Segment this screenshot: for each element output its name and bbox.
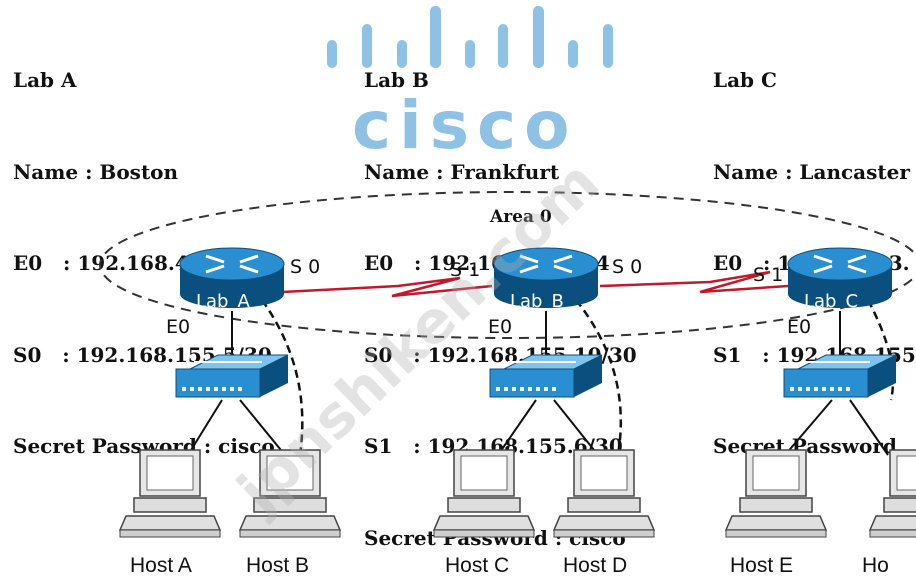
- serial-link-a-b: [281, 276, 493, 298]
- host-d-label: Host D: [563, 554, 627, 577]
- router-lab-b: Lab_B: [492, 246, 600, 312]
- lab-c-s1-label: S 1: [753, 264, 783, 286]
- area-0-label: Area 0: [489, 207, 552, 227]
- lab-c-title: Lab C: [713, 68, 777, 92]
- lab-c-name: Name : Lancaster: [713, 159, 910, 184]
- switch-lab-b: [489, 354, 603, 398]
- host-e-computer: [725, 449, 827, 538]
- console-cable-lab-b: [575, 299, 623, 456]
- serial-link-b-c: [599, 270, 789, 294]
- link-switch-a-host-a: [187, 399, 223, 456]
- console-cable-lab-a: [260, 299, 304, 456]
- link-switch-c-host-e: [784, 399, 833, 456]
- host-d-computer: [553, 449, 655, 538]
- host-a-label: Host A: [130, 554, 192, 577]
- lab-b-s1-label: S 1: [450, 259, 480, 281]
- host-b-computer: [239, 449, 341, 538]
- router-lab-c-label: Lab_C: [804, 291, 858, 312]
- host-b-label: Host B: [246, 554, 309, 577]
- lab-b-title: Lab B: [364, 68, 429, 92]
- host-f-label: Ho: [862, 554, 889, 577]
- router-lab-a-label: Lab_A: [196, 291, 250, 312]
- host-c-label: Host C: [445, 554, 509, 577]
- host-c-computer: [433, 449, 535, 538]
- link-switch-b-host-c: [497, 399, 537, 456]
- link-switch-a-host-b: [239, 399, 286, 456]
- host-e-label: Host E: [730, 554, 793, 577]
- host-a-computer: [119, 449, 221, 538]
- lab-b-e0-label: E0: [488, 316, 512, 338]
- lab-c-e0-label: E0: [787, 316, 811, 338]
- lab-a-s0-label: S 0: [290, 256, 320, 278]
- lab-a-name: Name : Boston: [13, 159, 179, 184]
- network-diagram: Area 0 Lab_A Lab_B Lab_C S 0 E0 S 1 S 0 …: [99, 191, 916, 577]
- lab-b-s0-label: S 0: [612, 256, 642, 278]
- area-0-boundary: [99, 191, 916, 339]
- link-switch-c-host-f: [849, 399, 889, 456]
- lab-a-title: Lab A: [13, 68, 77, 92]
- lab-b-name: Name : Frankfurt: [364, 159, 560, 184]
- switch-lab-c: [783, 354, 897, 398]
- host-f-computer: [869, 449, 916, 538]
- lab-a-e0-label: E0: [166, 316, 190, 338]
- switch-lab-a: [175, 354, 289, 398]
- router-lab-a: Lab_A: [178, 246, 286, 312]
- link-switch-b-host-d: [553, 399, 599, 456]
- router-lab-b-label: Lab_B: [510, 291, 564, 312]
- router-lab-c: Lab_C: [786, 246, 894, 312]
